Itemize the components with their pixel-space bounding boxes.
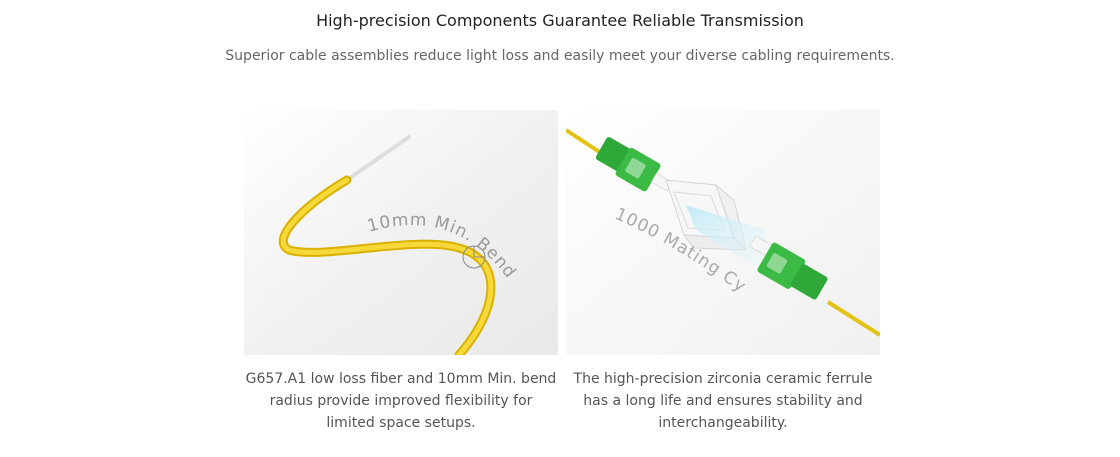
section-title: High-precision Components Guarantee Reli… [316,11,804,30]
bend-radius-caption: G657.A1 low loss fiber and 10mm Min. ben… [245,371,557,431]
section-subtitle: Superior cable assemblies reduce light l… [225,48,895,64]
mating-cycles-image: 1000 Mating Cycles [566,110,880,355]
bend-radius-image: 10mm Min. Bend Radius [244,110,558,355]
ferrule-caption: The high-precision zirconia ceramic ferr… [573,371,873,431]
